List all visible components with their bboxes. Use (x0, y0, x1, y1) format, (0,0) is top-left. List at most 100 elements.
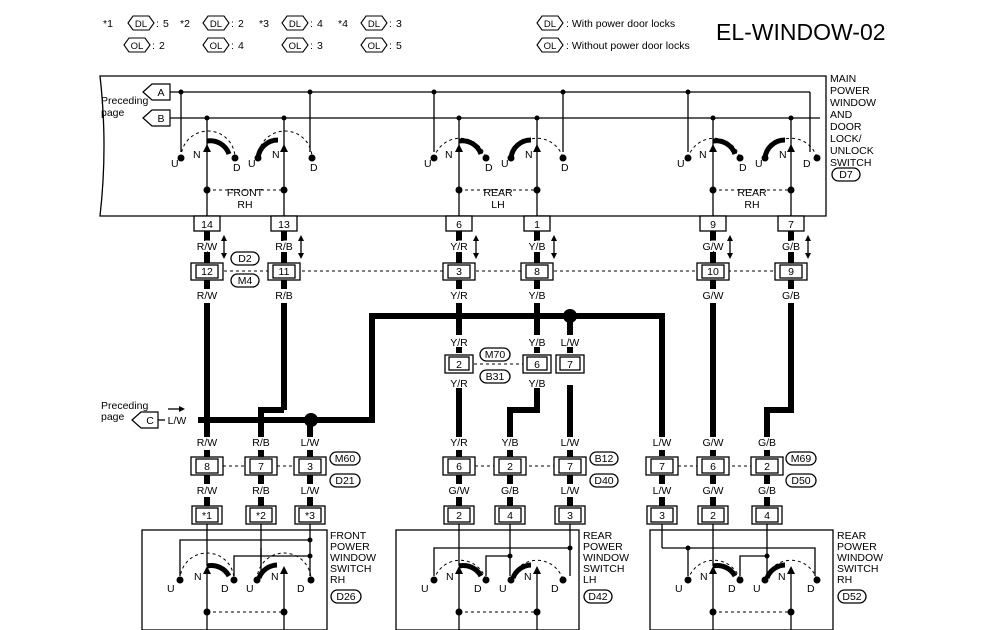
svg-text:U: U (248, 158, 256, 170)
svg-text:U: U (424, 158, 432, 170)
svg-text:5: 5 (163, 18, 169, 30)
svg-text:page: page (101, 411, 125, 423)
svg-text:U: U (675, 583, 683, 595)
svg-text:FRONT: FRONT (227, 187, 264, 199)
svg-text:*2: *2 (180, 18, 190, 30)
svg-text:R/W: R/W (197, 437, 218, 449)
svg-text:7: 7 (567, 461, 573, 473)
svg-text:N: N (193, 149, 201, 161)
svg-text:R/W: R/W (197, 241, 218, 253)
svg-text:D40: D40 (594, 475, 613, 487)
svg-text:3: 3 (659, 510, 665, 522)
junction-lw-left (304, 413, 318, 427)
svg-text:D50: D50 (791, 475, 810, 487)
svg-text:Y/R: Y/R (450, 437, 468, 449)
svg-text:RH: RH (330, 574, 345, 586)
main-switch-box (99, 75, 827, 217)
svg-text:5: 5 (396, 40, 402, 52)
svg-text:WINDOW: WINDOW (830, 97, 876, 109)
svg-text:D: D (221, 583, 229, 595)
svg-text:D: D (297, 583, 305, 595)
variant-4: *4 DL : 3 OL : 5 (338, 15, 402, 53)
svg-text:LOCK/: LOCK/ (830, 133, 862, 145)
svg-text:page: page (101, 107, 125, 119)
svg-text:2: 2 (238, 18, 244, 30)
variant-legend: *1 DL : 5 OL : 2 *2 DL : 2 OL : 4 *3 DL … (103, 15, 402, 53)
svg-text:9: 9 (788, 266, 794, 278)
svg-text:D21: D21 (335, 475, 354, 487)
svg-text:OL: OL (131, 41, 144, 52)
svg-text:*1: *1 (103, 18, 113, 30)
svg-text::: : (389, 18, 392, 30)
svg-text:U: U (677, 158, 685, 170)
svg-text:G/B: G/B (758, 485, 776, 497)
svg-text:D2: D2 (238, 253, 252, 265)
svg-text:RH: RH (237, 199, 252, 211)
main-switch-front-rh: U N D U N D FRONT RH (171, 130, 318, 216)
svg-text:L/W: L/W (653, 485, 672, 497)
svg-text:12: 12 (201, 266, 213, 278)
svg-text:4: 4 (507, 510, 513, 522)
legend-ol: : Without power door locks (566, 40, 690, 52)
svg-text:D: D (561, 162, 569, 174)
svg-text:R/W: R/W (197, 290, 218, 302)
svg-text:7: 7 (659, 461, 665, 473)
svg-text:DL: DL (135, 19, 147, 30)
svg-text:7: 7 (788, 219, 794, 231)
svg-text:Preceding: Preceding (101, 400, 148, 412)
svg-text:4: 4 (238, 40, 244, 52)
svg-text:8: 8 (204, 461, 210, 473)
variant-3: *3 DL : 4 OL : 3 (259, 15, 323, 53)
svg-text:Y/B: Y/B (529, 290, 546, 302)
svg-text:Y/R: Y/R (450, 241, 468, 253)
svg-text:D: D (474, 583, 482, 595)
svg-text:N: N (524, 571, 532, 583)
svg-text:9: 9 (710, 219, 716, 231)
svg-text:D26: D26 (336, 591, 355, 603)
svg-text:2: 2 (507, 461, 513, 473)
svg-text:RH: RH (837, 574, 852, 586)
mid-connector-codes: M70 B31 (479, 347, 511, 384)
switch-front-rh: U N D U N D FRONT POWER WINDOW SWITCH RH… (141, 524, 376, 630)
svg-text:2: 2 (159, 40, 165, 52)
svg-text::: : (156, 18, 159, 30)
svg-text:L/W: L/W (653, 437, 672, 449)
svg-text:N: N (525, 149, 533, 161)
svg-text:11: 11 (279, 266, 290, 278)
svg-text:2: 2 (764, 461, 770, 473)
svg-text:*1: *1 (202, 510, 212, 522)
mid-connectors: 2 6 7 (444, 354, 585, 374)
bus-b-junctions (204, 115, 794, 121)
svg-text:REAR: REAR (483, 187, 513, 199)
main-switch-rear-rh: U N D U N D REAR RH (677, 137, 821, 216)
svg-text:WINDOW: WINDOW (583, 552, 629, 564)
svg-text:Y/R: Y/R (450, 378, 468, 390)
svg-text:8: 8 (534, 266, 540, 278)
svg-text:L/W: L/W (301, 485, 320, 497)
main-switch-terminals: 14 13 6 1 9 7 (193, 215, 805, 232)
svg-text:N: N (194, 571, 202, 583)
svg-text:WINDOW: WINDOW (837, 552, 883, 564)
svg-text::: : (310, 40, 313, 52)
svg-text:REAR: REAR (837, 530, 867, 542)
svg-text:REAR: REAR (583, 530, 613, 542)
svg-text:D: D (807, 583, 815, 595)
svg-text::: : (231, 18, 234, 30)
svg-text:N: N (699, 149, 707, 161)
svg-text:Y/R: Y/R (450, 337, 468, 349)
svg-text:R/B: R/B (275, 290, 293, 302)
svg-text:D: D (551, 583, 559, 595)
svg-text:G/B: G/B (758, 437, 776, 449)
svg-text:U: U (499, 583, 507, 595)
svg-text:SWITCH: SWITCH (583, 563, 624, 575)
svg-text:Y/B: Y/B (529, 337, 546, 349)
svg-text:N: N (446, 571, 454, 583)
svg-text:G/B: G/B (501, 485, 519, 497)
variant-1: *1 DL : 5 OL : 2 (103, 15, 169, 53)
svg-text:B: B (157, 113, 164, 125)
svg-text:D7: D7 (839, 169, 853, 181)
svg-text:Y/B: Y/B (502, 437, 519, 449)
svg-text:WINDOW: WINDOW (330, 552, 376, 564)
svg-text:D42: D42 (588, 591, 607, 603)
